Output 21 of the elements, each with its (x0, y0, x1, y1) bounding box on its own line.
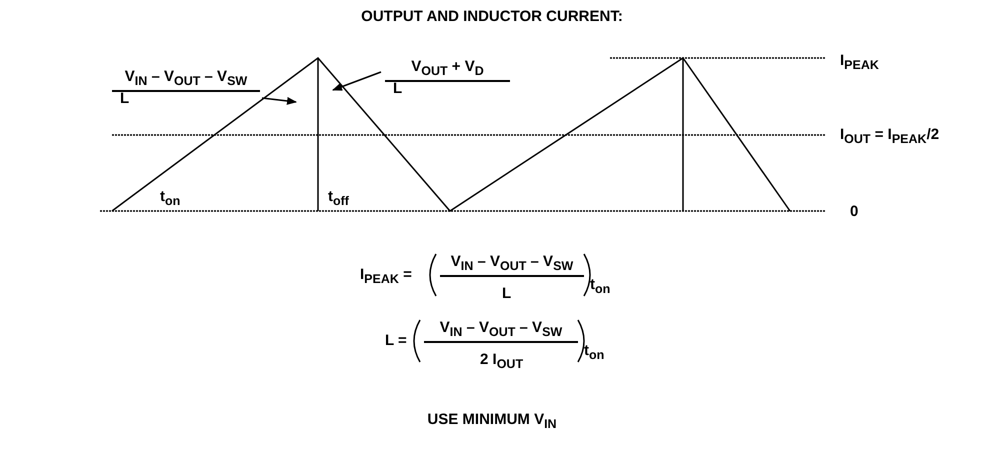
level-label: I$_{OUT}$ = I$_{PEAK}$/2 (840, 126, 940, 148)
fraction-denominator: L (120, 90, 130, 108)
equation-text: I$_{PEAK}$ = (360, 266, 412, 288)
fraction-denominator: L (502, 285, 512, 303)
fraction-numerator: V$_{IN}$ – V$_{OUT}$ – V$_{SW}$ (112, 68, 260, 92)
level-label: I$_{PEAK}$ (840, 52, 879, 74)
note-text: USE MINIMUM V$_{IN}$ (427, 411, 557, 433)
leader-arrow (262, 96, 297, 105)
time-label: t$_{on}$ (160, 188, 180, 210)
time-label: t$_{off}$ (328, 188, 349, 210)
equation-text: t$_{on}$ (584, 342, 604, 364)
equation-text: t$_{on}$ (590, 276, 610, 298)
diagram-title: OUTPUT AND INDUCTOR CURRENT: (361, 8, 623, 26)
equation-text: L = (385, 332, 407, 350)
fraction-numerator: V$_{IN}$ – V$_{OUT}$ – V$_{SW}$ (440, 253, 584, 277)
fraction-numerator: V$_{IN}$ – V$_{OUT}$ – V$_{SW}$ (424, 319, 578, 343)
level-label: 0 (850, 203, 858, 221)
fraction-denominator: 2 I$_{OUT}$ (480, 351, 524, 373)
fraction-denominator: L (393, 80, 402, 98)
fraction-numerator: V$_{OUT}$ + V$_{D}$ (385, 58, 510, 82)
leader-arrow (332, 71, 382, 91)
